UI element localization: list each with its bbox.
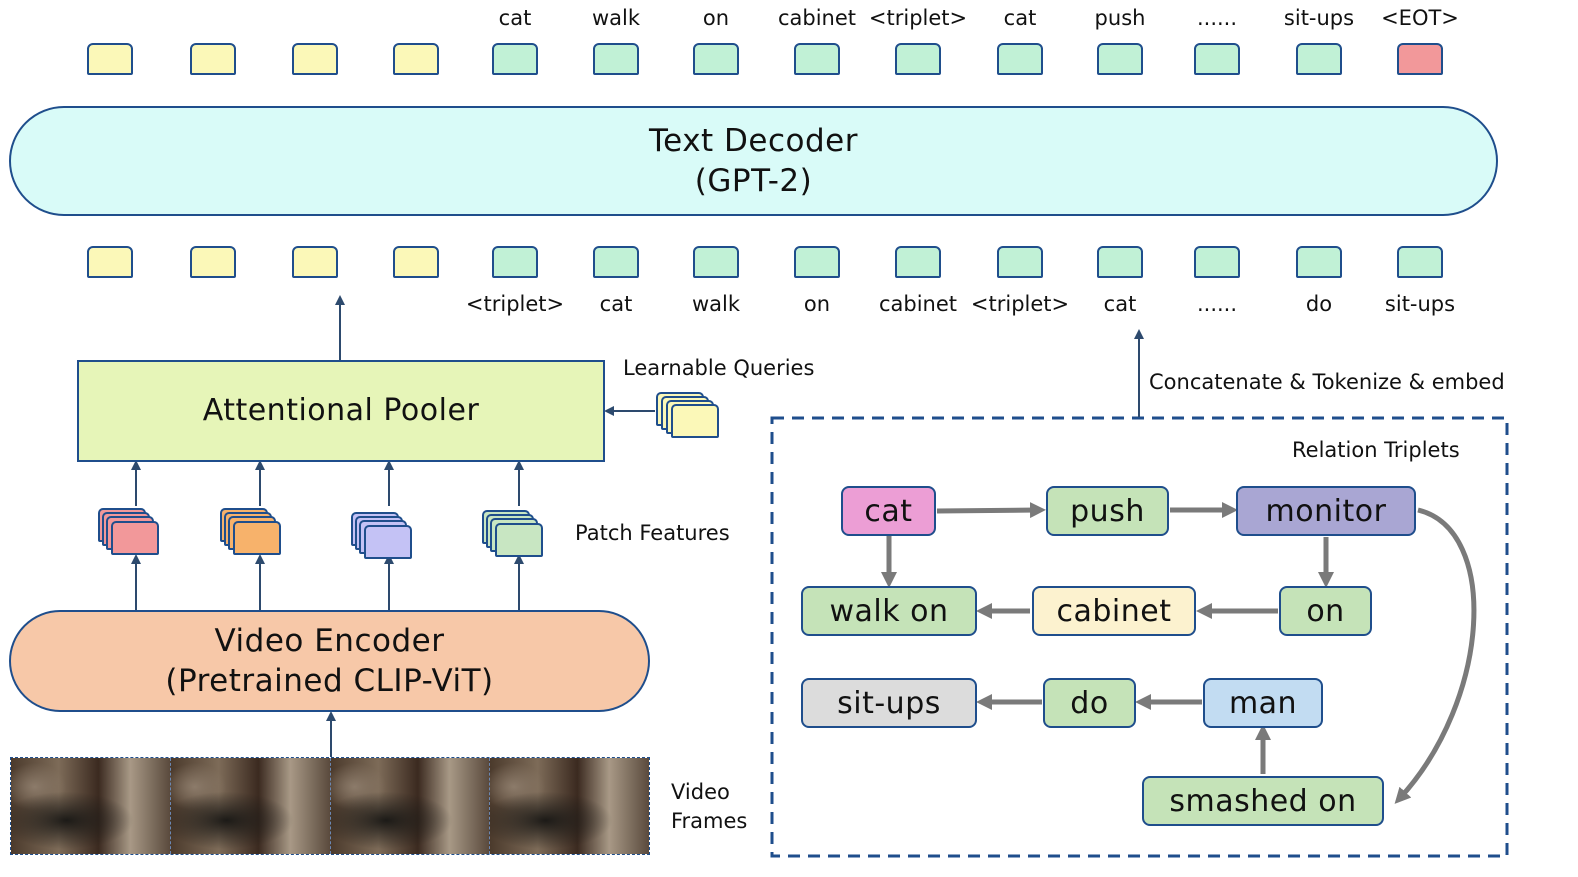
node-cabinet: cabinet <box>1032 586 1196 636</box>
attentional-pooler-label: Attentional Pooler <box>202 393 480 428</box>
output-token-box <box>292 43 338 75</box>
learnable-queries-stack <box>656 392 720 440</box>
node-man: man <box>1203 678 1323 728</box>
output-token-box <box>87 43 133 75</box>
output-token-label: cabinet <box>777 6 857 30</box>
input-token-label: cat <box>1103 292 1137 316</box>
output-token-label: sit-ups <box>1283 6 1355 30</box>
output-token-box <box>492 43 538 75</box>
output-token-box <box>1194 43 1240 75</box>
output-token-box <box>1397 43 1443 75</box>
output-token-label: ...... <box>1196 6 1238 30</box>
video-frames-label-line1: Video <box>671 780 730 804</box>
monitor-smashedon-edge <box>1394 507 1477 804</box>
node-smashed-on: smashed on <box>1142 776 1384 826</box>
output-token-label: cat <box>498 6 532 30</box>
input-token-box <box>794 246 840 278</box>
patch-feature-stack-green <box>482 510 546 558</box>
node-cat: cat <box>841 486 936 536</box>
output-token-box <box>593 43 639 75</box>
node-do: do <box>1043 678 1136 728</box>
output-token-box <box>190 43 236 75</box>
patch-feature-stack-red <box>98 508 162 556</box>
input-token-box <box>895 246 941 278</box>
input-token-box <box>393 246 439 278</box>
input-token-box <box>693 246 739 278</box>
input-token-label: <triplet> <box>465 292 565 316</box>
patch-feature-stack-orange <box>220 508 284 556</box>
input-token-label: do <box>1305 292 1333 316</box>
input-token-label: sit-ups <box>1384 292 1456 316</box>
node-sit-ups: sit-ups <box>801 678 977 728</box>
input-token-box <box>492 246 538 278</box>
node-monitor: monitor <box>1236 486 1416 536</box>
concatenate-tokenize-embed-label: Concatenate & Tokenize & embed <box>1149 370 1505 394</box>
video-frame-4 <box>490 758 649 854</box>
patch-feature-stack-purple <box>351 512 415 560</box>
learnable-queries-label: Learnable Queries <box>623 356 815 380</box>
output-token-label: <EOT> <box>1381 6 1459 30</box>
output-token-label: walk <box>591 6 641 30</box>
input-token-box <box>997 246 1043 278</box>
output-token-label: cat <box>1003 6 1037 30</box>
video-frame-2 <box>170 758 331 854</box>
input-token-label: on <box>803 292 831 316</box>
input-token-box <box>87 246 133 278</box>
output-token-box <box>997 43 1043 75</box>
output-token-label: on <box>702 6 730 30</box>
input-token-box <box>292 246 338 278</box>
input-token-box <box>593 246 639 278</box>
input-token-box <box>1397 246 1443 278</box>
video-encoder-title: Video Encoder <box>214 623 445 659</box>
output-token-box <box>794 43 840 75</box>
video-frame-1 <box>11 758 171 854</box>
video-frames-label-line2: Frames <box>671 809 748 833</box>
patch-features-label: Patch Features <box>575 521 730 545</box>
video-encoder: Video Encoder (Pretrained CLIP-ViT) <box>9 610 650 712</box>
node-walk-on: walk on <box>801 586 977 636</box>
output-token-box <box>693 43 739 75</box>
input-token-label: cat <box>599 292 633 316</box>
output-token-box <box>1296 43 1342 75</box>
output-token-box <box>895 43 941 75</box>
input-token-label: walk <box>691 292 741 316</box>
output-token-box <box>1097 43 1143 75</box>
input-token-box <box>1296 246 1342 278</box>
input-token-label: ...... <box>1196 292 1238 316</box>
relation-triplets-box <box>770 416 1509 858</box>
attentional-pooler: Attentional Pooler <box>77 360 605 462</box>
node-push: push <box>1046 486 1169 536</box>
text-decoder: Text Decoder (GPT-2) <box>9 106 1498 216</box>
output-token-label: <triplet> <box>868 6 968 30</box>
node-on: on <box>1279 586 1372 636</box>
input-token-box <box>1194 246 1240 278</box>
input-token-box <box>1097 246 1143 278</box>
cat-push-edge <box>936 502 1046 519</box>
text-decoder-title: Text Decoder <box>649 123 858 159</box>
input-token-label: <triplet> <box>970 292 1070 316</box>
input-token-label: cabinet <box>878 292 958 316</box>
video-encoder-subtitle: (Pretrained CLIP-ViT) <box>165 663 494 699</box>
output-token-box <box>393 43 439 75</box>
text-decoder-subtitle: (GPT-2) <box>694 163 813 199</box>
input-token-box <box>190 246 236 278</box>
relation-triplets-label: Relation Triplets <box>1292 438 1460 462</box>
video-frame-3 <box>330 758 491 854</box>
output-token-label: push <box>1094 6 1146 30</box>
video-frames-strip <box>10 757 650 855</box>
